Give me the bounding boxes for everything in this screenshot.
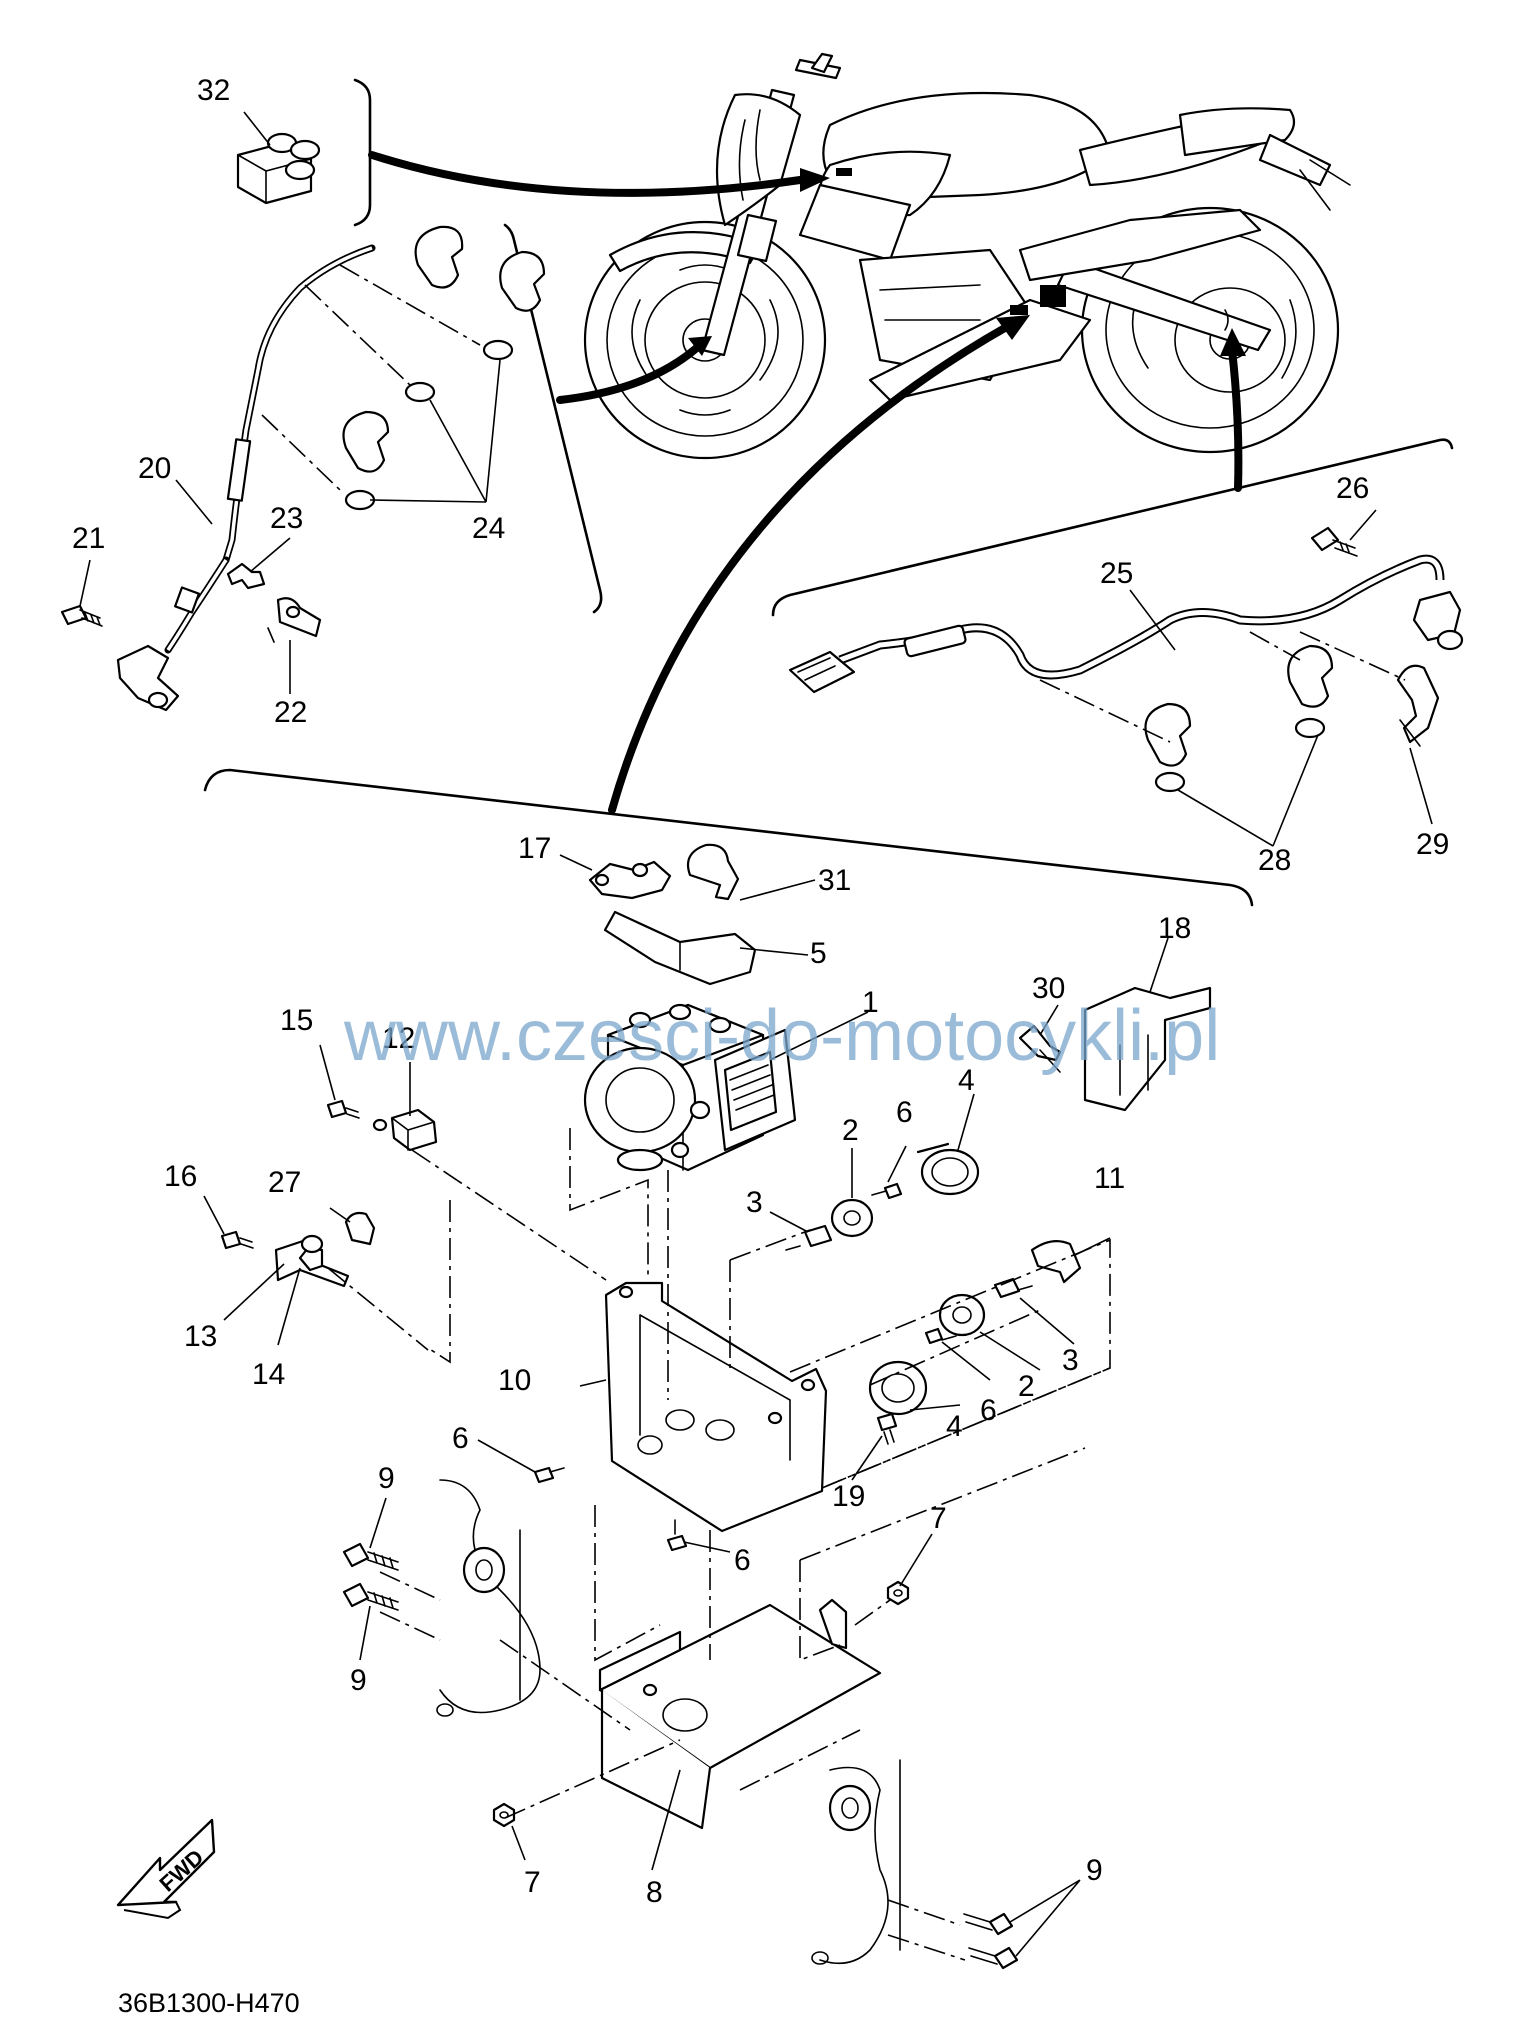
part-21-bolt bbox=[60, 604, 103, 627]
callout-2-lower: 2 bbox=[1018, 1370, 1035, 1403]
callout-13: 13 bbox=[184, 1320, 217, 1353]
group-brackets bbox=[203, 78, 1454, 907]
part-20-front-sensor-lead bbox=[164, 244, 376, 654]
part-12-sensor bbox=[372, 1108, 438, 1152]
part-28-clamps bbox=[1144, 644, 1334, 793]
callout-labels: 32 20 23 21 24 22 26 25 28 29 17 31 5 18… bbox=[72, 74, 1449, 1909]
part-7-nuts bbox=[492, 1580, 910, 1828]
callout-19: 19 bbox=[832, 1480, 865, 1513]
drawing-code: 36B1300-H470 bbox=[118, 1988, 300, 2018]
watermark-text: www.czesci-do-motocykli.pl bbox=[343, 996, 1220, 1076]
callout-7-left: 7 bbox=[524, 1866, 541, 1899]
frame-mount-left bbox=[436, 1479, 541, 1717]
part-8-bracket bbox=[598, 1598, 882, 1830]
callout-28: 28 bbox=[1258, 844, 1291, 877]
callout-25: 25 bbox=[1100, 557, 1133, 590]
part-11-clip bbox=[1030, 1239, 1082, 1284]
callout-10: 10 bbox=[498, 1364, 531, 1397]
part-9-bolts bbox=[342, 1542, 1019, 1970]
callout-3-upper: 3 bbox=[746, 1186, 763, 1219]
callout-21: 21 bbox=[72, 522, 105, 555]
part-16-bolt bbox=[220, 1230, 254, 1250]
callout-5: 5 bbox=[810, 937, 827, 970]
callout-29: 29 bbox=[1416, 828, 1449, 861]
callout-14: 14 bbox=[252, 1358, 285, 1391]
part-22-clamp bbox=[267, 597, 322, 643]
callout-17: 17 bbox=[518, 832, 551, 865]
part-18-cover bbox=[1083, 986, 1212, 1112]
callout-6-left: 6 bbox=[452, 1422, 469, 1455]
callout-2-upper: 2 bbox=[842, 1114, 859, 1147]
callout-9-middle: 9 bbox=[350, 1664, 367, 1697]
part-32-coupler bbox=[236, 132, 321, 205]
part-4-collar bbox=[868, 1142, 980, 1416]
callout-22: 22 bbox=[274, 696, 307, 729]
callout-23: 23 bbox=[270, 502, 303, 535]
callout-6-right: 6 bbox=[980, 1394, 997, 1427]
callout-30: 30 bbox=[1032, 972, 1065, 1005]
part-19-bolt bbox=[876, 1412, 898, 1445]
front-group-dash-lines bbox=[261, 264, 481, 491]
part-25-rear-sensor-lead bbox=[838, 554, 1445, 680]
callout-32: 32 bbox=[197, 74, 230, 107]
part-2-damper bbox=[830, 1198, 986, 1337]
fwd-direction-arrow: FWD bbox=[116, 1818, 216, 1920]
part-1-hydraulic-unit bbox=[583, 1003, 797, 1172]
part-13-14-stay bbox=[274, 1234, 350, 1288]
callout-6-upper: 6 bbox=[896, 1096, 913, 1129]
part-rear-coupler bbox=[788, 650, 856, 694]
callout-7-right: 7 bbox=[930, 1502, 947, 1535]
callout-1: 1 bbox=[862, 986, 879, 1019]
part-24-clamps bbox=[342, 225, 546, 511]
callout-24: 24 bbox=[472, 512, 505, 545]
part-17-clip bbox=[588, 860, 672, 900]
part-15-bolt bbox=[326, 1099, 360, 1119]
rear-group-dash-lines bbox=[1039, 631, 1406, 743]
location-pointer-arrows bbox=[368, 151, 1246, 814]
part-31-clamp bbox=[686, 843, 740, 901]
part-27-clamp bbox=[344, 1211, 376, 1246]
callout-8: 8 bbox=[646, 1876, 663, 1909]
frame-mount-right bbox=[811, 1759, 901, 1965]
callout-15: 15 bbox=[280, 1004, 313, 1037]
part-30-clip bbox=[1018, 1024, 1062, 1073]
callout-9-upper: 9 bbox=[378, 1462, 395, 1495]
callout-16: 16 bbox=[164, 1160, 197, 1193]
part-26-bolt bbox=[1310, 526, 1358, 557]
leader-lines bbox=[79, 111, 1433, 1957]
callout-26: 26 bbox=[1336, 472, 1369, 505]
callout-20: 20 bbox=[138, 452, 171, 485]
callout-4-lower: 4 bbox=[946, 1410, 963, 1443]
callout-3-lower: 3 bbox=[1062, 1344, 1079, 1377]
part-23-clamp bbox=[226, 562, 266, 590]
callout-27: 27 bbox=[268, 1166, 301, 1199]
callout-9-lower: 9 bbox=[1086, 1854, 1103, 1887]
callout-31: 31 bbox=[818, 864, 851, 897]
callout-4-upper: 4 bbox=[958, 1064, 975, 1097]
callout-11: 11 bbox=[1094, 1162, 1125, 1195]
part-rear-wheel-sensor bbox=[1412, 590, 1464, 651]
callout-6-bottom: 6 bbox=[734, 1544, 751, 1577]
motorcycle-illustration bbox=[583, 52, 1351, 460]
part-5-plate bbox=[603, 910, 757, 986]
callout-18: 18 bbox=[1158, 912, 1191, 945]
part-3-stud bbox=[785, 1224, 1033, 1299]
part-6-screws bbox=[533, 1182, 957, 1552]
callout-12: 12 bbox=[382, 1022, 415, 1055]
part-front-wheel-sensor bbox=[116, 644, 180, 712]
abs-assembly-dash-lines bbox=[327, 1128, 1111, 1961]
part-29-clamp bbox=[1396, 664, 1440, 747]
part-10-bracket bbox=[604, 1281, 828, 1533]
